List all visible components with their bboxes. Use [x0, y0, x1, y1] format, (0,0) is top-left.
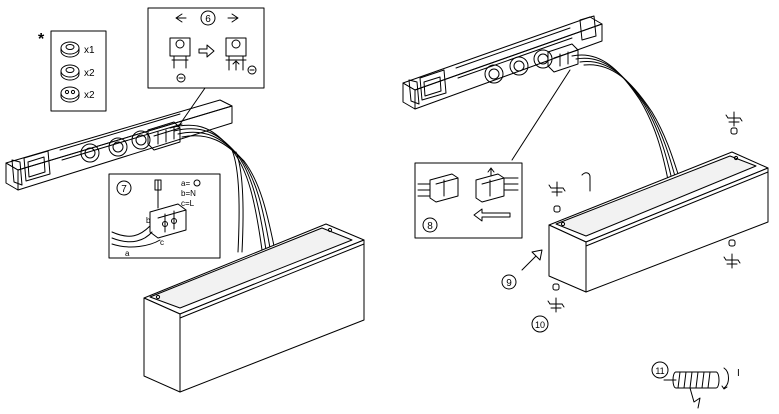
wire-label-b: b	[146, 216, 151, 225]
step-8-number: 8	[427, 221, 433, 232]
legend-count-3: x2	[84, 90, 95, 101]
screwdriver-icon	[154, 179, 162, 209]
step-8-detail: 8	[414, 162, 523, 239]
step-6-detail: 6	[147, 7, 265, 128]
cable-bundle-right	[511, 54, 681, 181]
parts-legend: * x1 x2 x2	[38, 30, 107, 112]
rotate-left-icon	[175, 13, 187, 23]
screw-mid-left-icon	[548, 172, 591, 213]
legend-marker: *	[38, 31, 45, 48]
push-arrow-icon	[473, 208, 511, 222]
clamp-open-icon	[169, 37, 191, 83]
wire-label-c: c	[160, 238, 164, 247]
step-11-number: 11	[655, 366, 664, 376]
step-9-indicator: 9	[501, 249, 543, 290]
step-6-number: 6	[205, 14, 211, 25]
mounting-rail-left	[5, 99, 233, 191]
hex-key-icon	[581, 172, 591, 192]
luminaire-body-right	[548, 151, 769, 293]
callout-line-8	[511, 69, 571, 161]
arrow-right-icon	[198, 44, 215, 58]
wire-key-b: b=N	[181, 189, 196, 198]
wire-key-c: c=L	[181, 199, 195, 208]
step-10-indicator: 10	[531, 315, 549, 333]
rotate-direction-label: I	[737, 368, 740, 379]
luminaire-body-left	[143, 223, 365, 393]
step-10-number: 10	[535, 320, 545, 330]
seal-ring-icon	[60, 64, 80, 81]
step-9-number: 9	[506, 278, 512, 289]
legend-count-1: x1	[84, 45, 95, 56]
step-7-number: 7	[121, 184, 127, 195]
clamp-closed-icon	[225, 37, 257, 75]
mounting-rail-right	[402, 15, 603, 110]
step-11-detail: 11 I	[651, 361, 740, 409]
insert-arrow-icon	[521, 249, 543, 271]
earth-icon	[193, 179, 201, 187]
screw-top-right-icon	[725, 111, 743, 135]
twist-arrow-icon	[721, 367, 729, 390]
rotate-right-icon	[227, 13, 239, 23]
legend-count-2: x2	[84, 68, 95, 79]
hand-icon	[689, 387, 701, 409]
grommet-icon	[60, 86, 80, 103]
washer-ring-icon	[60, 41, 80, 58]
step-7-detail: 7 a= b=N c=L b c a	[108, 173, 221, 259]
screw-bottom-icon	[547, 283, 565, 313]
screw-right-icon	[723, 239, 741, 269]
wire-label-a: a	[125, 249, 130, 258]
cable-bundle-left	[169, 124, 275, 253]
wire-key-a: a=	[181, 179, 190, 188]
